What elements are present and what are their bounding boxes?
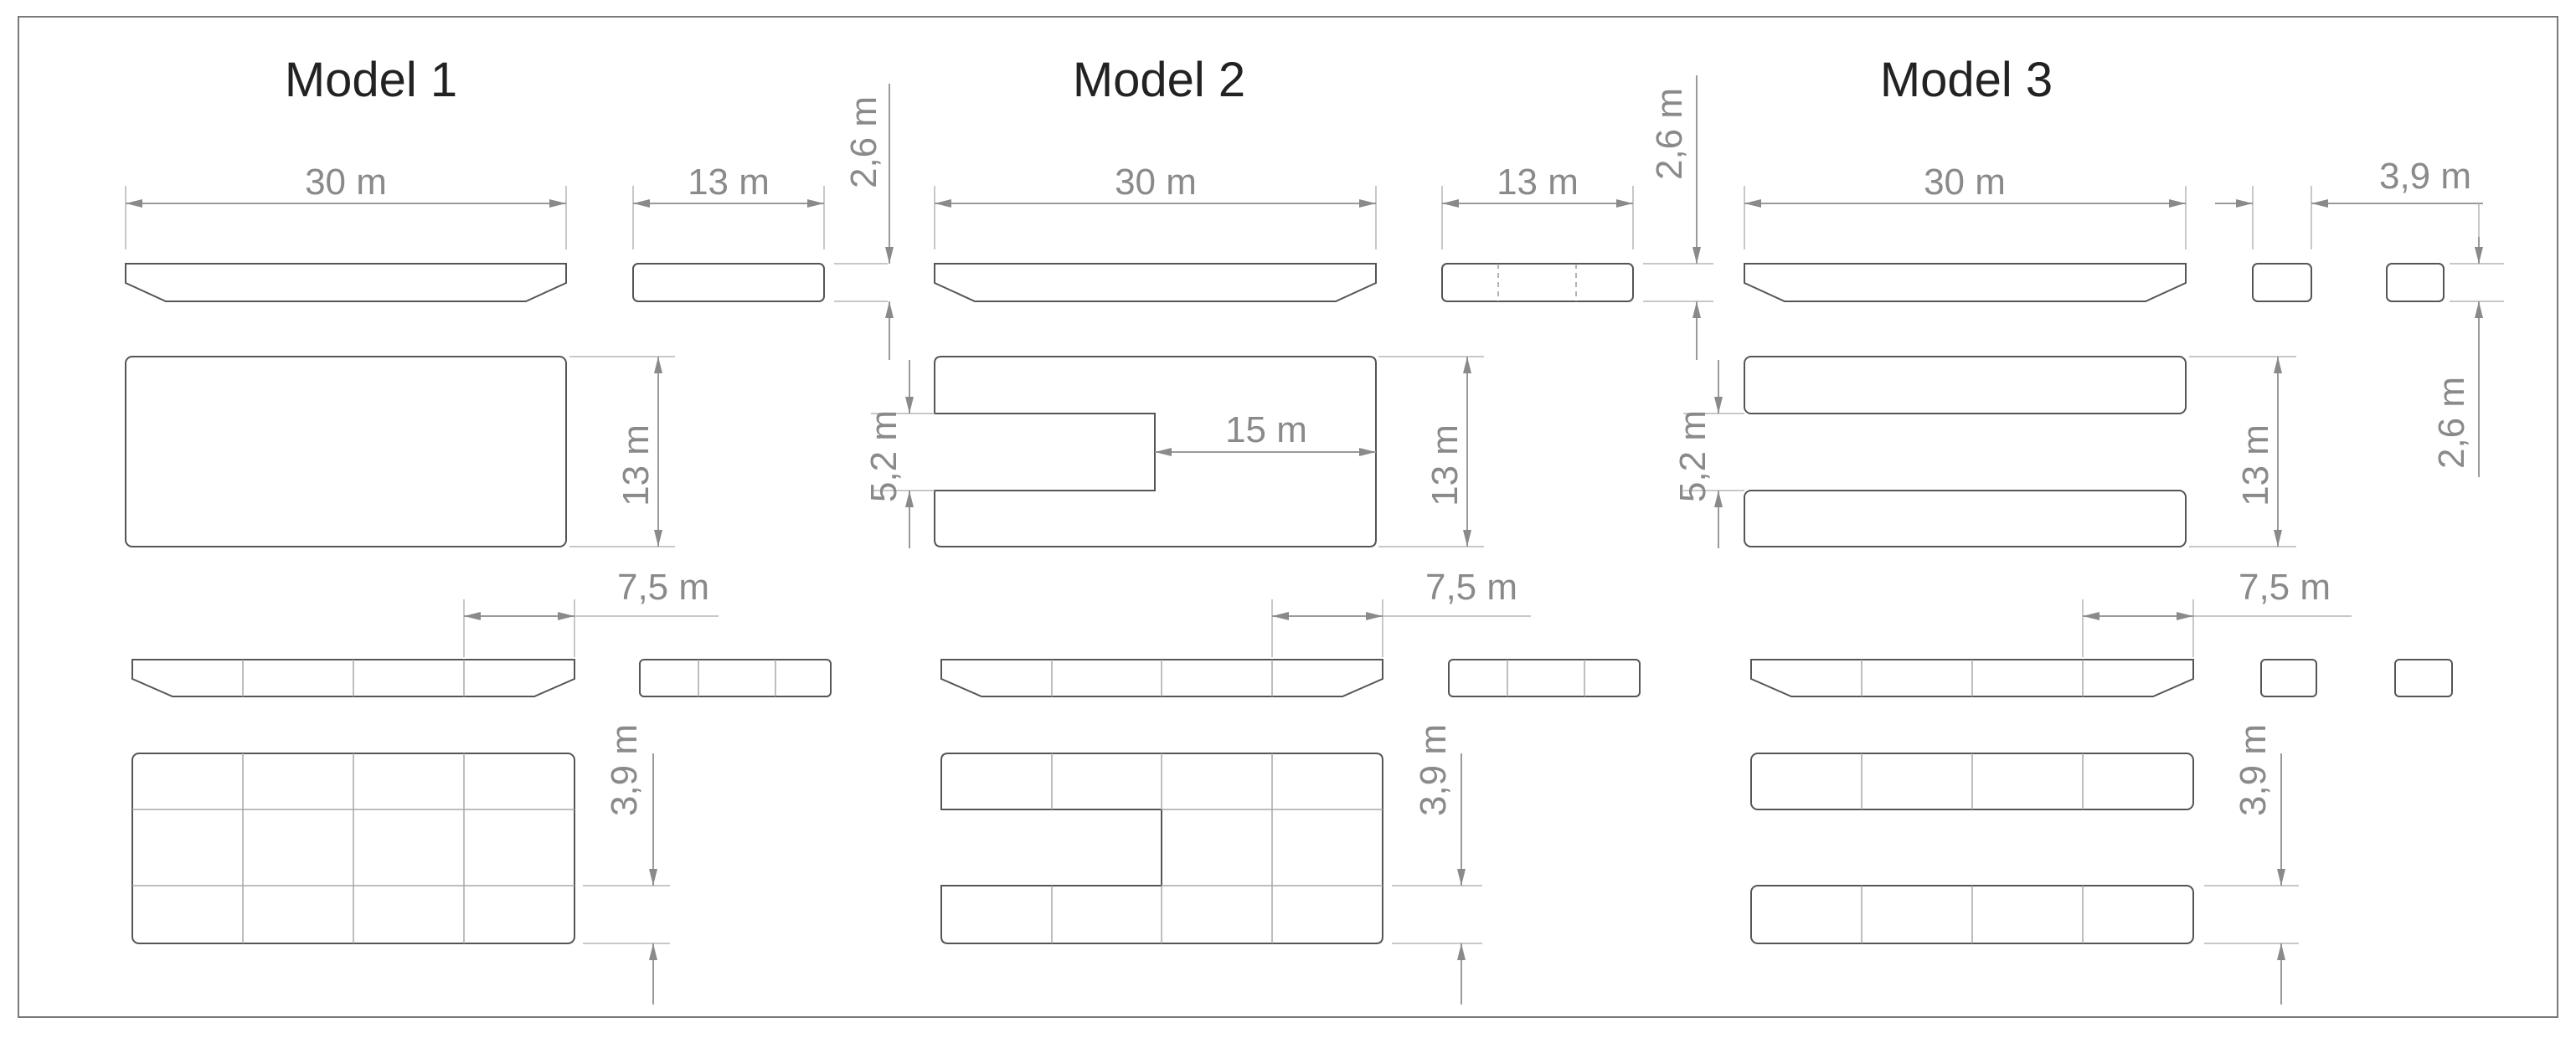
m1-segment-label: 7,5 m — [617, 567, 709, 608]
m3-thickness-label: 3,9 m — [2233, 724, 2274, 816]
m1-width-label: 13 m — [616, 424, 657, 506]
drawing-frame — [18, 16, 2558, 1018]
m1-height-label: 2,6 m — [843, 96, 884, 188]
m3-side-elevation — [1744, 263, 2187, 302]
m1-seg-side-elevation — [131, 659, 575, 697]
m3-plan-bottom — [1744, 490, 2187, 547]
m2-width-label: 13 m — [1425, 424, 1466, 506]
m1-end-elevation — [632, 263, 825, 302]
m3-gap-label: 3,9 m — [2379, 156, 2471, 197]
m1-thickness-label: 3,9 m — [604, 724, 645, 816]
model-1: Model 1 30 m 13 m 2,6 m 13 m 7,5 — [125, 53, 894, 1005]
m2-thickness-label: 3,9 m — [1413, 724, 1454, 816]
model-2: Model 2 30 m 13 m 2,6 m 5,2 m 15 — [863, 53, 1713, 1005]
m3-segment-label: 7,5 m — [2239, 567, 2331, 608]
m2-plan-view — [934, 356, 1377, 547]
m3-slot-width-label: 5,2 m — [1672, 410, 1713, 502]
m2-end-elevation — [1441, 263, 1634, 302]
m1-length-label: 30 m — [305, 162, 387, 203]
m1-side-elevation — [125, 263, 567, 302]
model-1-title: Model 1 — [285, 53, 457, 107]
m3-width-label: 13 m — [2235, 424, 2276, 506]
model-2-title: Model 2 — [1073, 53, 1245, 107]
m3-seg-end-left — [2260, 659, 2317, 697]
m2-segment-label: 7,5 m — [1425, 567, 1517, 608]
m2-slot-depth-label: 15 m — [1225, 409, 1307, 450]
m3-height-label: 2,6 m — [2431, 377, 2472, 469]
m3-seg-end-right — [2394, 659, 2453, 697]
m3-end-elevation-left — [2252, 263, 2312, 302]
m2-length-label: 30 m — [1115, 162, 1197, 203]
m1-seg-end-elevation — [639, 659, 832, 697]
m3-end-elevation-right — [2386, 263, 2445, 302]
m3-plan-top — [1744, 356, 2187, 414]
m3-seg-side-elevation — [1750, 659, 2194, 697]
m2-seg-side-elevation — [940, 659, 1383, 697]
model-3: Model 3 30 m 3,9 m 2,6 m 5,2 m — [1672, 53, 2504, 1005]
m2-height-label: 2,6 m — [1649, 88, 1690, 180]
m1-width-top-label: 13 m — [688, 162, 770, 203]
m2-side-elevation — [934, 263, 1377, 302]
m2-slot-width-label: 5,2 m — [863, 410, 904, 502]
m1-plan-view — [125, 356, 567, 547]
m3-length-label: 30 m — [1924, 162, 2006, 203]
m2-seg-end-elevation — [1448, 659, 1641, 697]
m2-seg-plan-view — [940, 753, 1383, 944]
model-3-title: Model 3 — [1880, 53, 2053, 107]
m2-width-top-label: 13 m — [1497, 162, 1579, 203]
